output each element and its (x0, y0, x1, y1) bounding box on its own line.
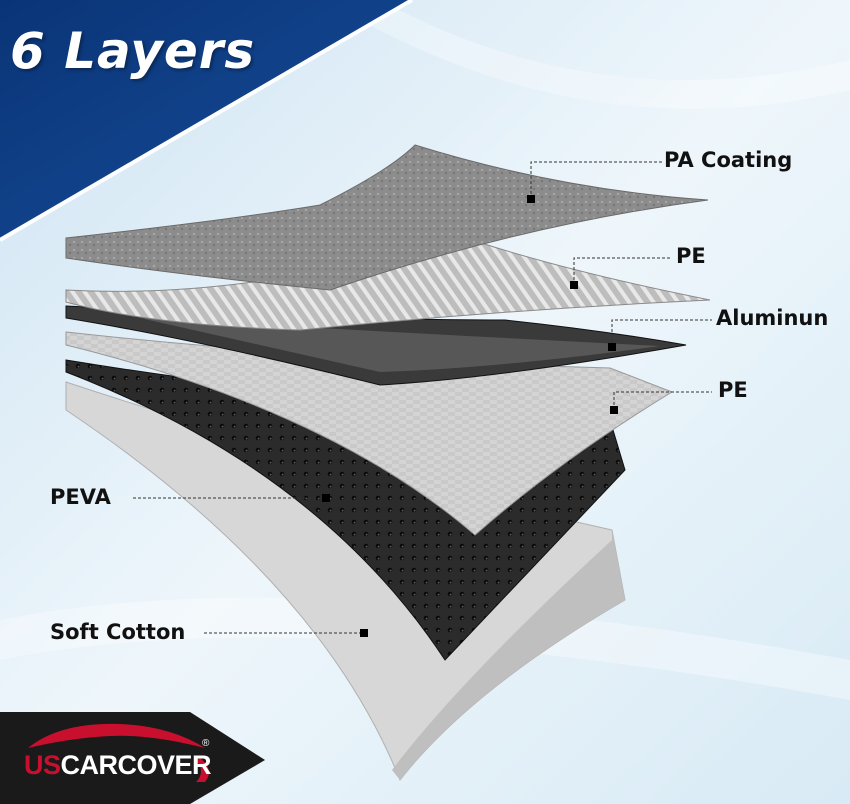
label-pe-lower: PE (718, 378, 748, 402)
background-swoosh (360, 0, 850, 109)
brand-car: CAR (60, 750, 119, 780)
marker-aluminum (608, 343, 616, 351)
label-peva: PEVA (50, 485, 111, 509)
layer-soft-cotton-edge (392, 530, 625, 780)
background-swoosh (0, 597, 850, 700)
registered-mark: ® (202, 738, 210, 749)
brand-us: US (24, 750, 61, 780)
brand-logo: USCARCOVER (24, 750, 212, 780)
label-aluminum: Aluminun (716, 306, 829, 330)
brand-cover: COVER (117, 750, 212, 780)
layer-aluminum-shine (140, 318, 660, 372)
leader-lines (133, 161, 712, 634)
label-soft-cotton: Soft Cotton (50, 620, 186, 644)
marker-peva (322, 494, 330, 502)
logo-car-swoosh (28, 723, 205, 748)
leader-line-pa-coating (530, 161, 662, 199)
banner-edge (0, 0, 414, 242)
marker-pe-upper (570, 281, 578, 289)
leader-line-pe-lower (613, 391, 712, 410)
page-title: 6 Layers (10, 22, 256, 80)
leader-line-pe-upper (573, 257, 670, 285)
label-pa-coating: PA Coating (664, 148, 793, 172)
marker-pe-lower (610, 406, 618, 414)
logo-accent (196, 758, 209, 782)
layer-pa-coating (65, 144, 709, 291)
label-pe-upper: PE (676, 244, 706, 268)
marker-pa-coating (527, 195, 535, 203)
leader-line-aluminum (611, 319, 712, 347)
marker-soft-cotton (360, 629, 368, 637)
leader-markers (322, 195, 618, 637)
